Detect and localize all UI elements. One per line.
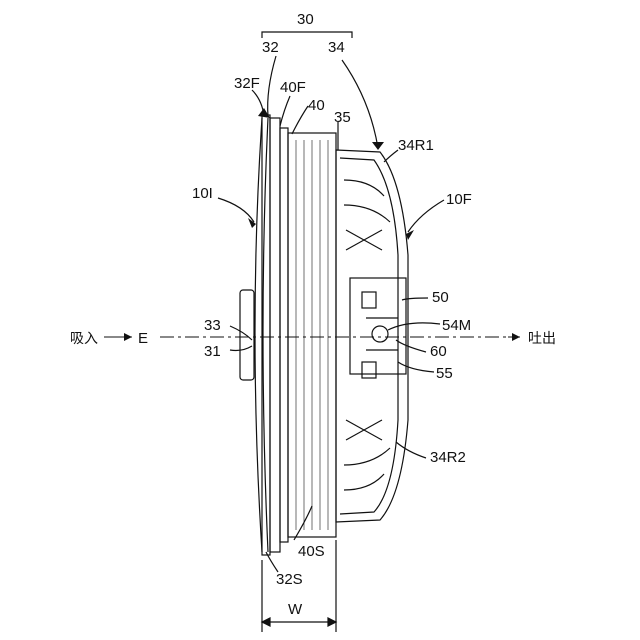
label-34R2: 34R2 bbox=[430, 449, 466, 466]
assembly-bracket bbox=[262, 32, 352, 38]
label-40: 40 bbox=[308, 97, 325, 114]
label-33: 33 bbox=[204, 317, 221, 334]
inlet-fan-contour bbox=[255, 118, 262, 552]
upper-latch bbox=[362, 292, 376, 308]
label-30: 30 bbox=[297, 11, 314, 28]
label-50: 50 bbox=[432, 289, 449, 306]
label-40S: 40S bbox=[298, 543, 325, 560]
motor-part-circle bbox=[372, 326, 388, 342]
label-32: 32 bbox=[262, 39, 279, 56]
label-40F: 40F bbox=[280, 79, 306, 96]
inlet-fan-inner-contour bbox=[263, 118, 268, 552]
label-32S: 32S bbox=[276, 571, 303, 588]
label-10I: 10I bbox=[192, 185, 213, 202]
label-E: E bbox=[138, 330, 148, 347]
label-intake: 吸入 bbox=[70, 330, 98, 346]
label-54M: 54M bbox=[442, 317, 471, 334]
flange-plate bbox=[270, 118, 280, 552]
label-32F: 32F bbox=[234, 75, 260, 92]
label-W: W bbox=[288, 601, 303, 618]
label-35: 35 bbox=[334, 109, 351, 126]
label-discharge: 吐出 bbox=[528, 330, 556, 346]
label-10F: 10F bbox=[446, 191, 472, 208]
label-34: 34 bbox=[328, 39, 345, 56]
lower-latch bbox=[362, 362, 376, 378]
label-31: 31 bbox=[204, 343, 221, 360]
label-55: 55 bbox=[436, 365, 453, 382]
motor-flange bbox=[280, 128, 288, 542]
label-34R1: 34R1 bbox=[398, 137, 434, 154]
label-60: 60 bbox=[430, 343, 447, 360]
